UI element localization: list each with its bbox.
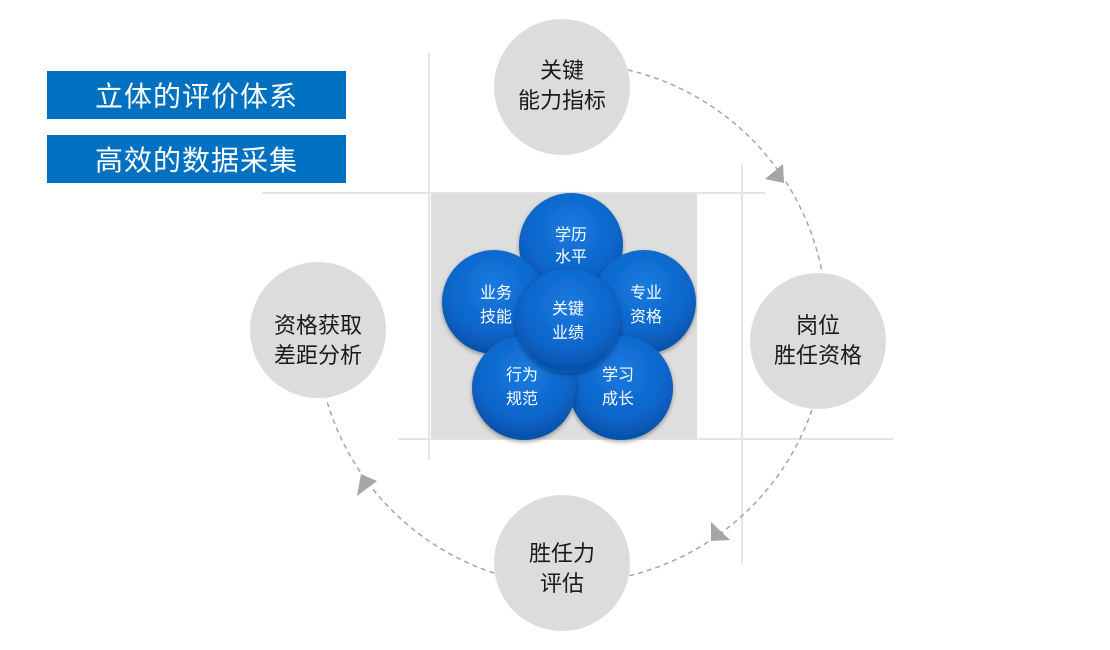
node-text-line: 胜任力 xyxy=(529,542,595,567)
arc-right-to-bottom xyxy=(627,409,813,577)
center-text-line: 业绩 xyxy=(552,323,584,342)
arc-top-to-right xyxy=(627,69,823,273)
label-efficient-data-collection: 高效的数据采集 xyxy=(47,135,346,183)
center-text-line: 关键 xyxy=(552,299,584,318)
petal-text-line: 业务 xyxy=(480,283,512,302)
cycle-node-competency-assessment: 胜任力 评估 xyxy=(494,495,630,631)
node-text-line: 胜任资格 xyxy=(774,344,862,369)
petal-text-line: 学习 xyxy=(602,365,634,384)
petal-text-line: 资格 xyxy=(630,307,662,326)
node-text-line: 能力指标 xyxy=(518,89,606,114)
cycle-node-gap-analysis: 资格获取 差距分析 xyxy=(250,262,386,398)
cycle-node-post-qualification: 岗位 胜任资格 xyxy=(750,273,886,409)
node-text-line: 资格获取 xyxy=(274,314,362,339)
label-3d-evaluation-system: 立体的评价体系 xyxy=(47,71,346,119)
arrow-icon-left-up xyxy=(357,474,377,496)
petal-text-line: 水平 xyxy=(555,247,587,266)
center-key-performance: 关键 业绩 xyxy=(515,267,621,373)
petal-text-line: 技能 xyxy=(480,307,512,326)
petal-text-line: 规范 xyxy=(506,389,538,408)
arc-bottom-to-left xyxy=(325,397,495,574)
node-text-line: 关键 xyxy=(540,59,584,84)
arrowheads xyxy=(357,164,784,541)
cycle-node-key-ability: 关键 能力指标 xyxy=(494,19,630,155)
node-text-line: 差距分析 xyxy=(274,344,362,369)
cycle-arcs xyxy=(325,69,823,577)
petal-text-line: 专业 xyxy=(630,283,662,302)
arrow-icon-bottom-left xyxy=(711,522,730,541)
node-text-line: 岗位 xyxy=(796,314,840,339)
petal-text-line: 行为 xyxy=(506,365,538,384)
node-text-line: 评估 xyxy=(540,572,584,597)
petal-text-line: 成长 xyxy=(602,389,634,408)
arrow-icon-right-down xyxy=(765,164,784,183)
petal-education: 学历 水平 xyxy=(519,193,623,297)
petal-text-line: 学历 xyxy=(555,225,587,244)
